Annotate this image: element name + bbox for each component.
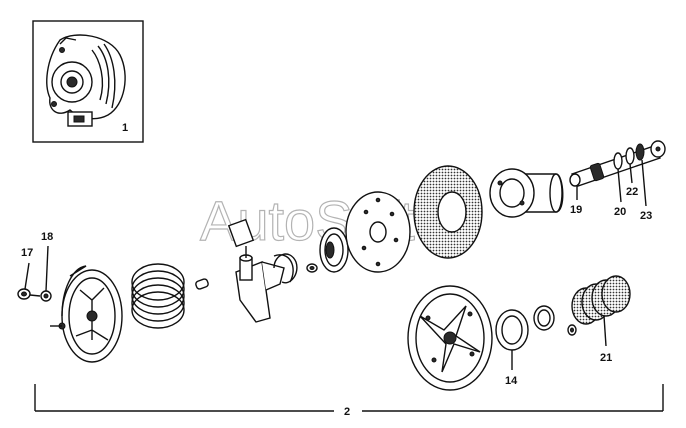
callout-14: 14 — [505, 375, 518, 387]
assembled-unit-illustration — [46, 34, 126, 127]
coil-spring — [131, 263, 185, 329]
small-pin — [195, 278, 209, 290]
hub-sleeve — [489, 168, 564, 218]
callout-22: 22 — [626, 186, 638, 198]
callout-19: 19 — [570, 204, 582, 216]
rear-housing-cup — [50, 265, 123, 363]
small-ring — [533, 305, 555, 331]
callout-21: 21 — [600, 352, 612, 364]
part-17-18-fasteners: 17 18 — [17, 231, 53, 302]
friction-disc — [413, 165, 483, 259]
small-nut — [306, 263, 318, 273]
callout-23: 23 — [640, 210, 652, 222]
inset-assembly-box: 1 — [32, 20, 144, 143]
spoked-disc — [345, 191, 411, 273]
retaining-ring — [273, 253, 298, 284]
bearing-ring — [319, 227, 349, 273]
tiny-washer — [567, 324, 577, 336]
seal-ring-14: 14 — [495, 309, 529, 387]
callout-17: 17 — [21, 247, 33, 259]
callout-1: 1 — [122, 122, 128, 134]
spindle-shaft: 19 20 22 23 — [569, 140, 666, 222]
assembly-bracket-2: 2 — [34, 384, 664, 418]
bellows-boot-21: 21 — [571, 275, 631, 364]
callout-18: 18 — [41, 231, 53, 243]
callout-20: 20 — [614, 206, 626, 218]
callout-2: 2 — [344, 406, 350, 418]
front-spoked-plate — [407, 285, 493, 391]
lever-shaft-assembly — [227, 218, 294, 323]
